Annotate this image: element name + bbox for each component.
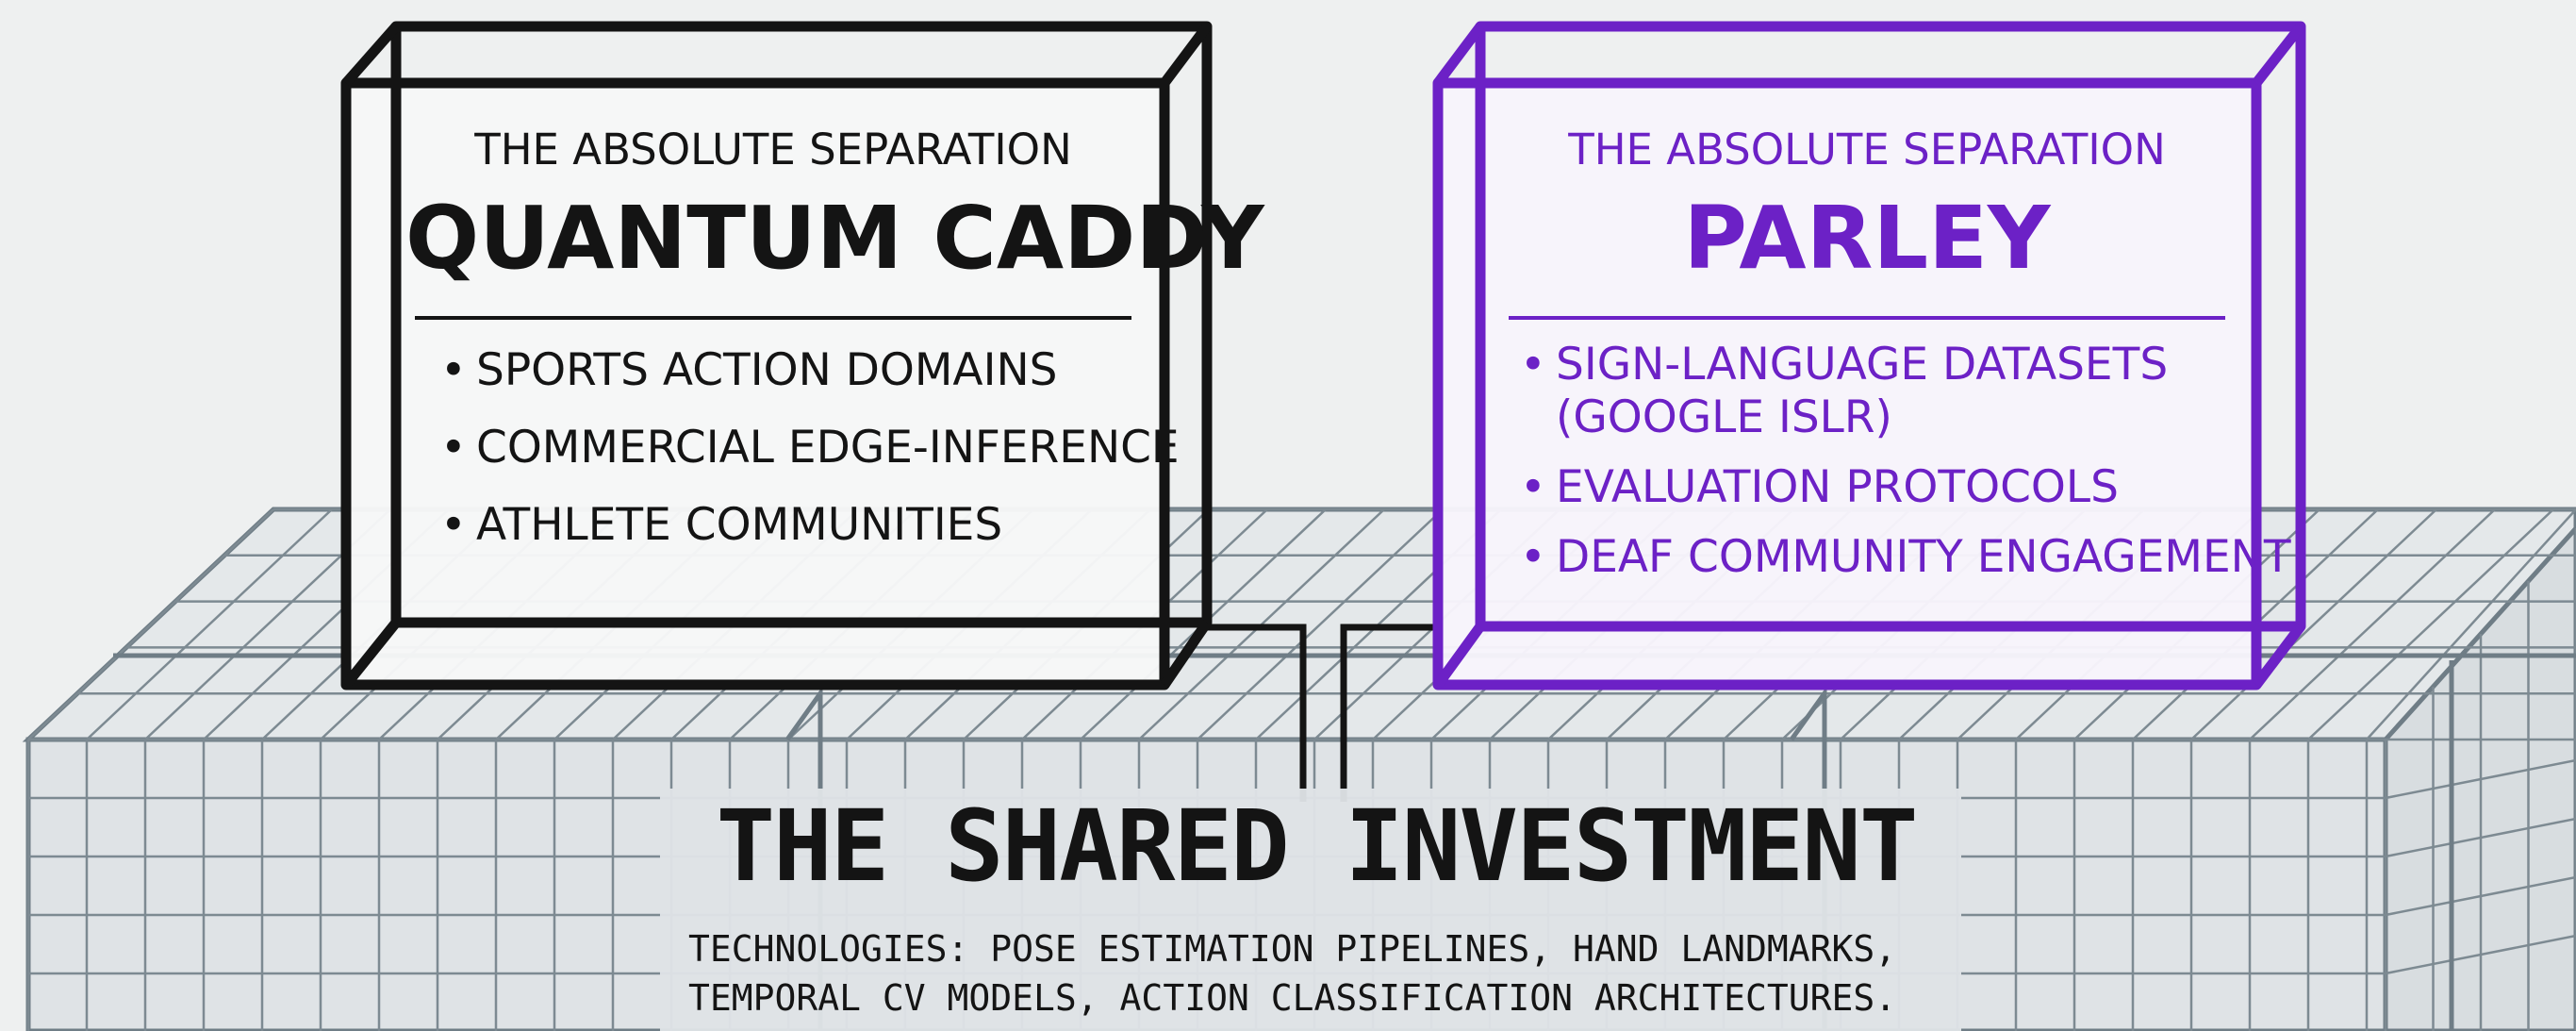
connector-lines bbox=[1207, 624, 1433, 802]
slab-grid-line bbox=[2385, 934, 2576, 975]
right-card-title: PARLEY bbox=[1683, 188, 2051, 289]
slab-grid-line bbox=[27, 508, 274, 740]
shared-investment-description: TECHNOLOGIES: POSE ESTIMATION PIPELINES,… bbox=[688, 928, 1897, 1019]
left-card-title: QUANTUM CADDY bbox=[405, 188, 1264, 289]
left-card-content: THE ABSOLUTE SEPARATION QUANTUM CADDY SP… bbox=[405, 125, 1264, 576]
right-card-eyebrow: THE ABSOLUTE SEPARATION bbox=[1568, 125, 2166, 175]
slab-grid-line bbox=[1197, 508, 1444, 740]
slab-grid-line bbox=[2307, 508, 2554, 740]
shared-investment-title: THE SHARED INVESTMENT bbox=[716, 789, 1919, 904]
slab-grid-line bbox=[2249, 508, 2496, 740]
left-card-list: SPORTS ACTION DOMAINS COMMERCIAL EDGE-IN… bbox=[429, 344, 1180, 552]
left-card-item: ATHLETE COMMUNITIES bbox=[429, 499, 1141, 552]
slab-grid-line bbox=[2385, 875, 2576, 917]
right-card-item: EVALUATION PROTOCOLS bbox=[1509, 461, 2235, 514]
left-card-item: COMMERCIAL EDGE-INFERENCE bbox=[429, 422, 1180, 474]
right-card-content: THE ABSOLUTE SEPARATION PARLEY SIGN-LANG… bbox=[1499, 125, 2291, 601]
right-card-item: SIGN-LANGUAGE DATASETS (GOOGLE ISLR) bbox=[1509, 339, 2235, 444]
slab-grid-line bbox=[2366, 508, 2576, 740]
left-card-divider bbox=[415, 316, 1131, 320]
slab-grid-line bbox=[2190, 508, 2437, 740]
shared-investment-plaque bbox=[660, 789, 1961, 1031]
right-card-list: SIGN-LANGUAGE DATASETS (GOOGLE ISLR) EVA… bbox=[1509, 339, 2291, 584]
slab-grid-line bbox=[86, 508, 333, 740]
left-card-eyebrow: THE ABSOLUTE SEPARATION bbox=[474, 125, 1072, 175]
right-card-item: DEAF COMMUNITY ENGAGEMENT bbox=[1509, 531, 2291, 584]
right-card-divider bbox=[1509, 316, 2225, 320]
slab-grid-line bbox=[2385, 817, 2576, 858]
left-card-item: SPORTS ACTION DOMAINS bbox=[429, 344, 1141, 397]
slab-grid-line bbox=[2385, 758, 2576, 800]
